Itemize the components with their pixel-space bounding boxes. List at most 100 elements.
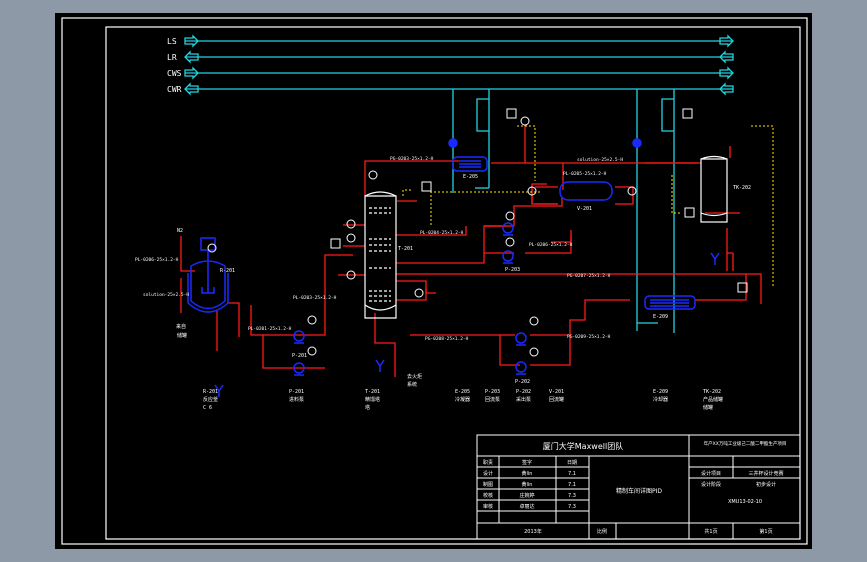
svg-text:V-201: V-201 [549,389,564,395]
instrument-icon [527,186,537,196]
drain-icon [375,359,385,372]
pid-diagram: LS LR CWS CWR [61,17,808,545]
pump-icon [502,250,514,264]
line-label: PG-0208-25×1.2-H [425,336,469,342]
tank-tk202 [700,155,728,223]
svg-text:冷凝器: 冷凝器 [455,396,470,403]
utility-label: CWR [167,85,182,94]
svg-text:冷却器: 冷却器 [653,396,668,403]
instrument-icon [529,347,539,357]
role-cell: 制图 [483,481,493,488]
utility-label: CWS [167,69,182,78]
year: 2013年 [524,528,542,535]
svg-text:进料泵: 进料泵 [289,396,304,403]
date-cell: 7.3 [568,504,576,510]
svg-text:反应釜: 反应釜 [203,396,218,403]
controller-icon [682,108,693,119]
pump-icon [515,361,527,375]
stream-label: N2 [177,228,183,234]
equipment-tag: E-205 [463,174,478,180]
svg-text:塔: 塔 [365,404,370,411]
name-cell: 黄lin [522,470,533,477]
equipment-tag: P-201 [292,353,307,359]
instrument-icon [346,270,356,280]
line-label: solution-25×2.5-H [577,157,623,163]
organization-name: 厦门大学Maxwell团队 [543,441,623,451]
stream-label: 来自 [176,323,186,330]
utility-label: LR [167,53,177,62]
header-date: 日期 [567,460,577,466]
svg-text:E-209: E-209 [653,389,668,395]
svg-text:采出泵: 采出泵 [516,396,531,403]
svg-text:P-201: P-201 [289,389,304,395]
instrument-icon [414,288,424,298]
stream-label: 系统 [407,381,417,388]
svg-text:产品储罐: 产品储罐 [703,396,723,403]
pump-icon [293,362,305,376]
utility-lines [184,34,734,333]
line-label: PL-0203-25×1.2-H [293,295,337,301]
svg-text:E-205: E-205 [455,389,470,395]
drain-icon [710,252,720,265]
stream-label: 储罐 [177,332,187,339]
equipment-tag: E-209 [653,314,668,320]
instrument-icon [520,116,530,126]
svg-text:回流罐: 回流罐 [549,396,564,403]
sheet-total: 共1页 [704,528,717,535]
instrument-icon [207,243,217,253]
column-t201 [364,191,397,319]
title-block: 厦门大学Maxwell团队 年产XX万吨工业级己二酸二甲酯生产项目 职责 签字 … [476,434,801,540]
controller-icon [737,282,748,293]
line-label: PG-0203-25×1.2-H [390,156,434,162]
instrument-icon [505,237,515,247]
equipment-tag: TK-202 [733,185,751,191]
utility-label: LS [167,37,177,46]
drawing-number: XMU13-02-10 [728,499,762,505]
role-cell: 设计 [483,470,493,477]
design-item-label: 设计项目 [701,470,721,477]
equipment-tag: R-201 [220,268,235,274]
outer-frame [61,17,808,545]
instrument-icon [346,233,356,243]
line-label: PG-0209-25×1.2-H [567,334,611,340]
instrument-icon [307,346,317,356]
sheet-current: 第1页 [759,528,772,535]
scale-label: 比例 [597,528,607,535]
stream-label: 去火炬 [407,373,422,380]
design-item-value: 三井杯设计竞赛 [748,470,783,477]
controller-icon [506,108,517,119]
cooler-e209 [632,138,696,310]
inner-frame [105,26,801,540]
svg-text:T-201: T-201 [365,389,380,395]
header-name: 签字 [522,459,532,466]
instrument-icon [307,315,317,325]
equipment-tag: P-202 [515,379,530,385]
project-name: 年产XX万吨工业级己二酸二甲酯生产项目 [704,440,787,447]
instrument-icon [505,211,515,221]
svg-text:精馏塔: 精馏塔 [365,396,380,403]
pump-icon [515,332,527,346]
line-label: PG-0207-25×1.2-H [567,273,611,279]
name-cell: 庄婉婷 [519,492,534,499]
drain-icon [214,384,224,397]
header-role: 职责 [483,459,493,466]
reflux-drum-v201 [559,181,613,201]
instrument-icon [627,186,637,196]
line-label: PL-0206-25×1.2-H [529,242,573,248]
pump-icon [293,330,305,344]
svg-text:P-203: P-203 [485,389,500,395]
line-label: PL-0204-25×1.2-H [420,230,464,236]
design-stage-label: 设计阶段 [701,481,721,488]
condenser-e205 [448,138,488,172]
svg-text:P-202: P-202 [516,389,531,395]
drawing-sheet: LS LR CWS CWR [55,13,812,549]
controller-icon [330,238,341,249]
